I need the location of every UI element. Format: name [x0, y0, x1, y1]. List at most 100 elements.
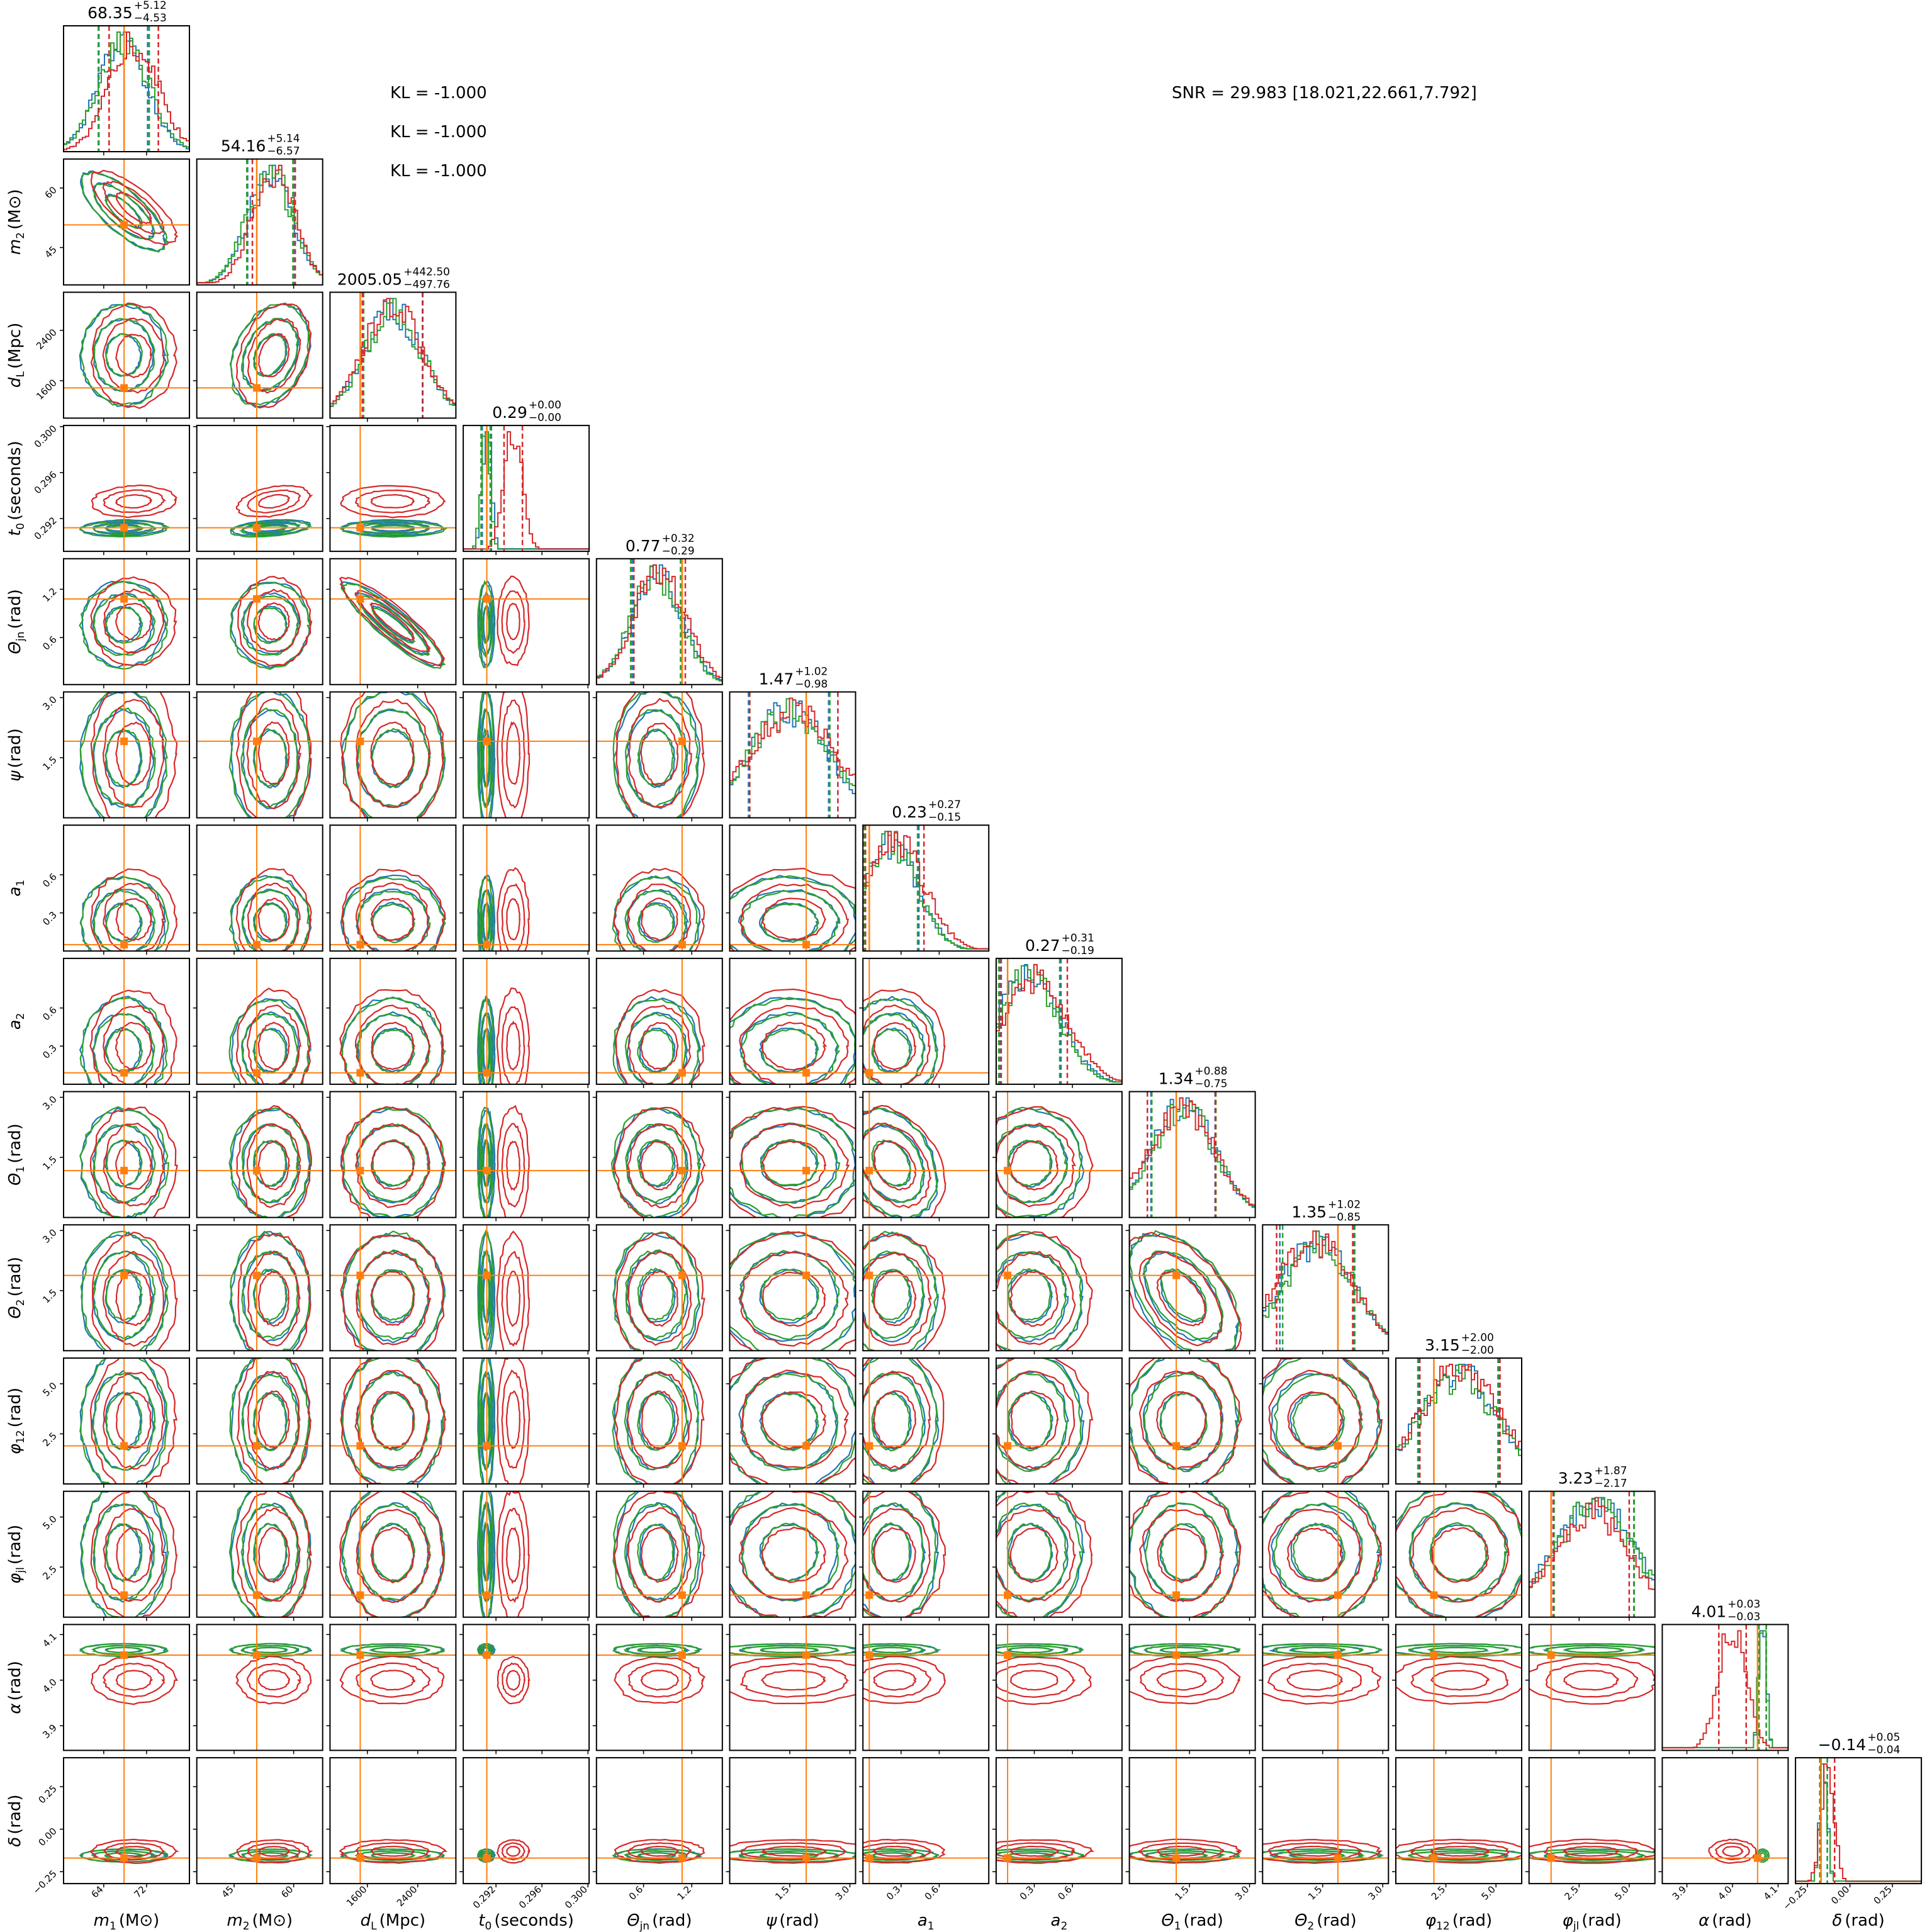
x-tick-label: 1.5 — [1172, 1884, 1191, 1902]
contour-red — [863, 1232, 946, 1351]
contour-red — [102, 699, 165, 808]
histogram-panel-0 — [64, 26, 189, 152]
x-tick-label: 0.292 — [471, 1884, 498, 1911]
panel-frame — [1262, 1624, 1390, 1751]
panel-frame — [862, 1490, 990, 1618]
contour-green — [253, 1522, 287, 1581]
contour-red — [103, 1663, 166, 1698]
contour-red — [370, 1271, 415, 1326]
contour-green — [637, 1392, 675, 1451]
contour-green — [863, 1230, 940, 1351]
contour-blue — [483, 729, 491, 790]
contour-panel-7-3 — [463, 958, 590, 1084]
contour-green — [479, 1012, 492, 1084]
contour-red — [115, 494, 152, 509]
contour-panel-5-1 — [196, 692, 323, 818]
panel-frame — [862, 1224, 990, 1352]
truth-marker — [802, 1591, 811, 1599]
contour-red — [258, 333, 290, 378]
contour-green — [479, 889, 492, 952]
contour-green — [253, 1140, 287, 1187]
contour-panel-4-1 — [196, 558, 323, 685]
x-axis-label-9: Θ2(rad) — [1295, 1911, 1357, 1932]
contour-red — [740, 1369, 850, 1469]
contour-red — [339, 1491, 446, 1617]
contour-red — [340, 485, 446, 519]
panel-frame — [63, 291, 190, 419]
contour-red — [497, 692, 531, 818]
axis-label-unit: (rad) — [779, 1911, 819, 1930]
contour-panel-7-2 — [330, 958, 456, 1084]
contour-red — [340, 692, 444, 818]
contour-blue — [483, 901, 491, 941]
contour-blue — [638, 1391, 676, 1451]
contour-red — [863, 1358, 945, 1484]
contour-red — [339, 989, 444, 1084]
contour-blue — [230, 1230, 312, 1351]
axis-label-subscript: 1 — [1174, 1920, 1181, 1932]
axis-label-symbol: m — [6, 239, 25, 255]
axis-label-unit: (rad) — [1712, 1911, 1751, 1930]
histogram-red — [196, 164, 323, 285]
contour-green — [476, 692, 495, 818]
contour-panel-9-7 — [996, 1225, 1122, 1351]
truth-marker — [356, 737, 364, 745]
panel-frame — [63, 1490, 190, 1618]
contour-panel-12-7 — [996, 1624, 1122, 1751]
contour-red — [505, 721, 521, 785]
contour-green — [624, 709, 687, 808]
contour-red — [501, 699, 525, 809]
contour-red — [247, 882, 301, 952]
contour-green — [1006, 1646, 1052, 1654]
contour-red — [1262, 1358, 1383, 1484]
x-tick-label: 60 — [279, 1884, 295, 1900]
y-axis-label-9: Θ2(rad) — [6, 1257, 27, 1319]
contour-red — [247, 1250, 301, 1347]
contour-green — [996, 1106, 1082, 1218]
contour-blue — [626, 1502, 689, 1602]
panel-frame — [329, 558, 457, 685]
contour-red — [996, 1231, 1093, 1351]
axis-label-symbol: ψ — [6, 770, 25, 782]
contour-red — [237, 575, 313, 666]
x-tick-label: 1.2 — [675, 1884, 694, 1902]
contour-panel-9-1 — [196, 1225, 323, 1351]
axis-label-symbol: a — [6, 887, 25, 897]
panel-frame — [1395, 1357, 1522, 1485]
panel-frame — [196, 824, 323, 952]
truth-marker — [356, 1854, 364, 1862]
contour-panel-10-0 — [64, 1358, 189, 1484]
axis-label-symbol: δ — [6, 1837, 25, 1847]
contour-green — [372, 1139, 415, 1187]
contour-red — [863, 1508, 931, 1603]
contour-panel-10-7 — [996, 1358, 1122, 1484]
contour-green — [230, 582, 312, 670]
panel-frame — [63, 691, 190, 819]
contour-red — [370, 897, 416, 941]
contour-red — [356, 699, 431, 808]
contour-green — [371, 1029, 415, 1074]
truth-marker — [356, 524, 364, 532]
panel-frame — [463, 1757, 590, 1885]
contour-red — [761, 1021, 828, 1071]
contour-green — [871, 1393, 911, 1452]
panel-frame — [196, 558, 323, 685]
axis-label-subscript: 0 — [485, 1920, 492, 1932]
contour-red — [761, 1526, 826, 1583]
contour-panel-11-8 — [1129, 1491, 1255, 1617]
y-axis-label-6: a1 — [6, 880, 27, 897]
contour-green — [871, 1646, 911, 1654]
truth-marker — [802, 1651, 811, 1659]
contour-red — [356, 1508, 432, 1603]
contour-panel-13-5 — [729, 1758, 856, 1884]
truth-marker — [1334, 1591, 1342, 1599]
contour-green — [1292, 1646, 1346, 1654]
panel-frame — [729, 1624, 856, 1751]
contour-red — [739, 1122, 850, 1209]
panel-frame — [1128, 1091, 1256, 1218]
contour-red — [246, 1123, 301, 1208]
y-tick-label: −0.25 — [31, 1868, 59, 1896]
contour-blue — [340, 874, 446, 952]
truth-marker — [1334, 1442, 1342, 1450]
y-axis-label-12: α(rad) — [6, 1661, 25, 1714]
